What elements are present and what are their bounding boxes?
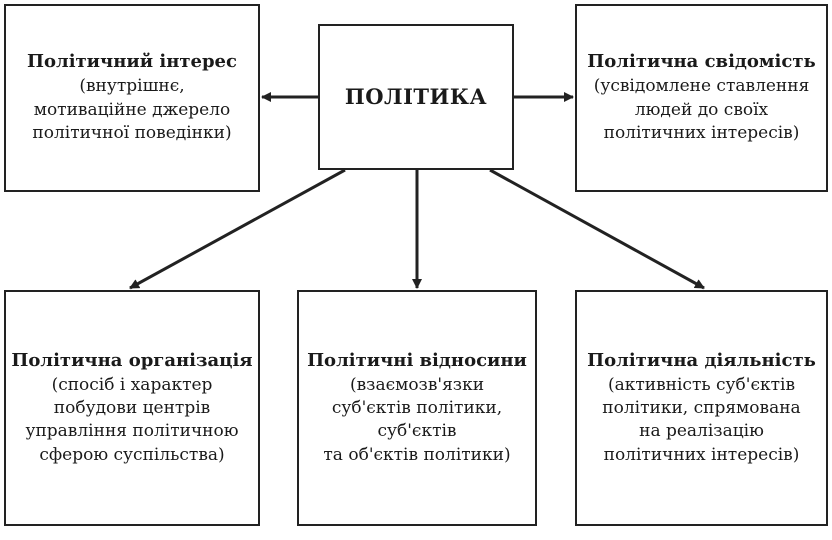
box-desc-line: управління політичною — [25, 421, 239, 442]
box-desc-line: (взаємозв'язки — [349, 374, 485, 395]
box-title: Політична діяльність — [587, 349, 816, 371]
box-desc-line: суб'єктів — [377, 421, 457, 442]
box-desc-line: (усвідомлене ставлення — [593, 76, 810, 97]
box-desc-line: політичної поведінки) — [32, 123, 232, 144]
box-title: Політична свідомість — [587, 51, 816, 73]
box-desc-line: (спосіб і характер — [51, 374, 213, 395]
box-desc-line: суб'єктів політики, — [331, 397, 503, 418]
box-desc-line: політичних інтересів) — [603, 123, 800, 144]
box-political-relations: Політичні відносини (взаємозв'язки суб'є… — [297, 290, 537, 526]
box-desc-line: сферою суспільства) — [39, 444, 225, 465]
box-title: Політичні відносини — [307, 349, 527, 371]
box-desc-line: (активність суб'єктів — [607, 374, 796, 395]
box-desc-line: на реалізацію — [639, 421, 764, 442]
arrow-to-activity — [489, 168, 705, 290]
box-desc-line: політичних інтересів) — [603, 444, 800, 465]
center-box-politics: ПОЛІТИКА — [318, 24, 514, 170]
box-political-consciousness: Політична свідомість (усвідомлене ставле… — [575, 4, 828, 192]
box-desc-line: політики, спрямована — [602, 397, 801, 418]
box-desc-line: мотиваційне джерело — [33, 99, 231, 120]
box-desc-line: людей до своїх — [634, 99, 769, 120]
box-political-interest: Політичний інтерес (внутрішнє, мотивацій… — [4, 4, 260, 192]
arrow-to-organization — [129, 168, 346, 290]
box-political-activity: Політична діяльність (активність суб'єкт… — [575, 290, 828, 526]
box-title: Політична організація — [11, 349, 253, 371]
center-title: ПОЛІТИКА — [344, 83, 488, 109]
box-desc-line: (внутрішнє, — [79, 76, 185, 97]
box-title: Політичний інтерес — [27, 51, 237, 73]
box-political-organization: Політична організація (спосіб і характер… — [4, 290, 260, 526]
box-desc-line: та об'єктів політики) — [323, 444, 511, 465]
box-desc-line: побудови центрів — [53, 397, 211, 418]
